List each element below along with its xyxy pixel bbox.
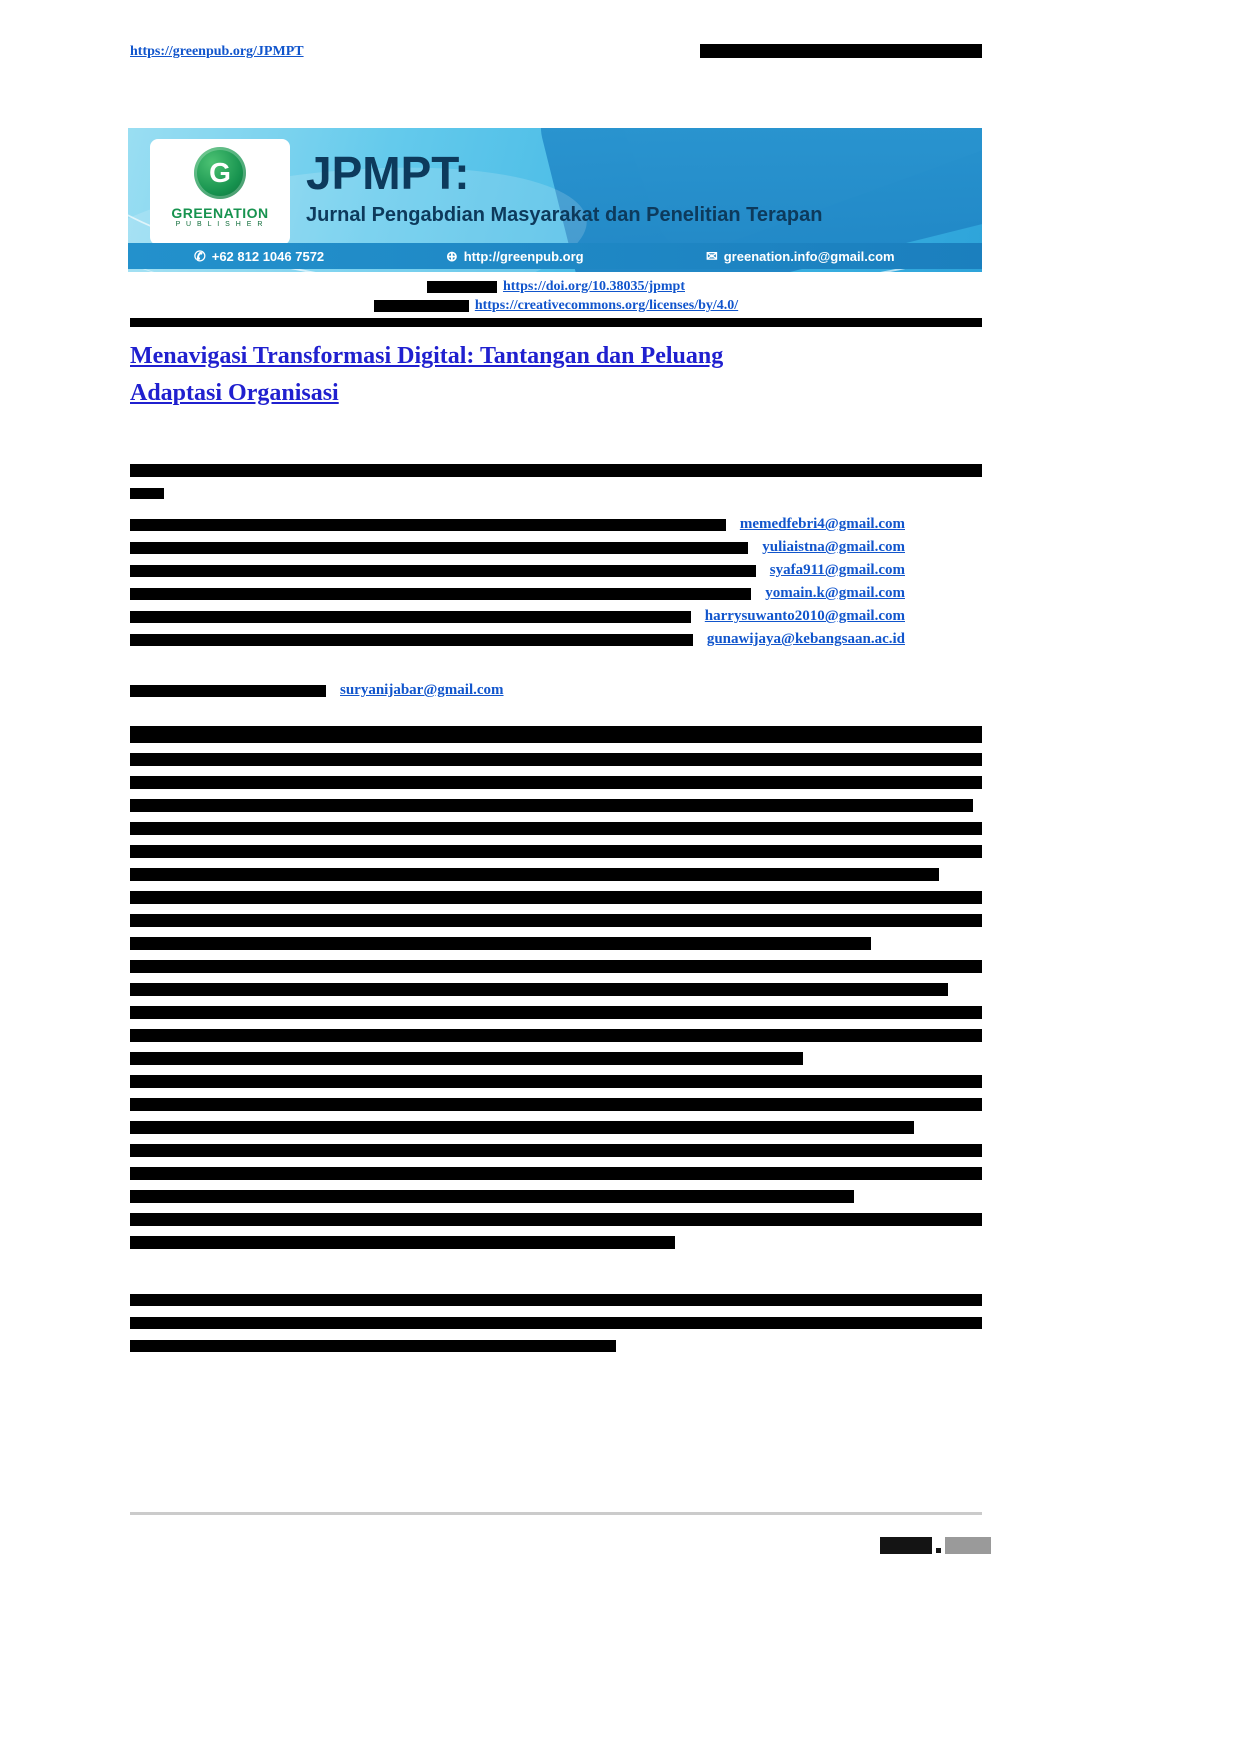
redacted-text-line: [130, 845, 982, 858]
author-block: memedfebri4@gmail.com yuliaistna@gmail.c…: [130, 464, 982, 702]
doi-line: https://doi.org/10.38035/jpmpt: [130, 277, 982, 296]
redacted-author-affiliation: [130, 610, 691, 623]
author-row: gunawijaya@kebangsaan.ac.id: [130, 628, 982, 651]
article-title-line1: Menavigasi Transformasi Digital: Tantang…: [130, 343, 724, 369]
author-row: syafa911@gmail.com: [130, 559, 982, 582]
author-row: yuliaistna@gmail.com: [130, 536, 982, 559]
redacted-text-line: [130, 1190, 855, 1203]
article-title-line2: Adaptasi Organisasi: [130, 380, 339, 406]
redacted-text-line: [130, 1294, 982, 1306]
redacted-text-line: [130, 822, 982, 835]
author-email-link[interactable]: syafa911@gmail.com: [769, 562, 905, 578]
journal-abbreviation: JPMPT:: [306, 147, 470, 199]
redacted-corresponding-label: [130, 684, 326, 697]
email-icon: ✉: [706, 248, 718, 264]
contact-whatsapp-number: +62 812 1046 7572: [211, 248, 325, 264]
redacted-text-line: [130, 1098, 982, 1111]
redacted-page-label: [945, 1537, 991, 1554]
author-rows: memedfebri4@gmail.com yuliaistna@gmail.c…: [130, 513, 982, 651]
redacted-author-affiliation: [130, 518, 726, 531]
contact-email: ✉ greenation.info@gmail.com: [706, 243, 895, 269]
redacted-text-line: [130, 1029, 982, 1042]
redacted-text-line: [130, 914, 982, 927]
globe-icon: ⊕: [446, 248, 458, 264]
redacted-dates-bar: [130, 318, 982, 327]
redacted-author-affiliation: [130, 633, 693, 646]
redacted-text-line: [130, 868, 940, 881]
redacted-author-superscripts: [130, 488, 164, 499]
redacted-page-number: [880, 1537, 932, 1554]
license-link[interactable]: https://creativecommons.org/licenses/by/…: [474, 298, 739, 313]
redacted-text-line: [130, 1006, 982, 1019]
redacted-text-line: [130, 1144, 982, 1157]
author-email-link[interactable]: harrysuwanto2010@gmail.com: [704, 608, 905, 624]
article-meta-links: https://doi.org/10.38035/jpmpt https://c…: [130, 277, 982, 315]
license-line: https://creativecommons.org/licenses/by/…: [130, 296, 982, 315]
whatsapp-icon: ✆: [194, 248, 206, 264]
redacted-text-line: [130, 983, 948, 996]
redacted-citation-header: [700, 44, 982, 58]
redacted-doi-label: [426, 280, 497, 293]
journal-banner: G GREENATION P U B L I S H E R JPMPT: Ju…: [128, 128, 982, 272]
logo-monogram: G: [209, 157, 231, 188]
redacted-text-line: [130, 1121, 914, 1134]
redacted-text-line: [130, 1213, 982, 1226]
contact-website: ⊕ http://greenpub.org: [446, 243, 584, 269]
redacted-text-line: [130, 1075, 982, 1088]
redacted-text-line: [130, 937, 872, 950]
corresponding-email-link[interactable]: suryanijabar@gmail.com: [340, 682, 504, 698]
redacted-text-line: [130, 1052, 804, 1065]
redacted-text-line: [130, 1236, 676, 1249]
redacted-text-line: [130, 1340, 616, 1352]
journal-full-title: Jurnal Pengabdian Masyarakat dan Penelit…: [306, 204, 823, 226]
redacted-text-line: [130, 799, 974, 812]
author-row: harrysuwanto2010@gmail.com: [130, 605, 982, 628]
doi-link[interactable]: https://doi.org/10.38035/jpmpt: [502, 279, 685, 294]
redacted-author-affiliation: [130, 541, 749, 554]
author-row: memedfebri4@gmail.com: [130, 513, 982, 536]
redacted-license-label: [373, 299, 469, 312]
author-row: yomain.k@gmail.com: [130, 582, 982, 605]
corresponding-author-row: suryanijabar@gmail.com: [130, 679, 982, 702]
redacted-author-affiliation: [130, 587, 752, 600]
page-number-separator: [936, 1548, 941, 1553]
banner-contact-strip: ✆ +62 812 1046 7572 ⊕ http://greenpub.or…: [128, 243, 982, 269]
redacted-text-line: [130, 753, 982, 766]
contact-whatsapp: ✆ +62 812 1046 7572: [194, 243, 324, 269]
redacted-text-line: [130, 1167, 982, 1180]
redacted-author-affiliation: [130, 564, 756, 577]
page-number-area: [880, 1537, 991, 1554]
author-email-link[interactable]: yuliaistna@gmail.com: [762, 539, 905, 555]
redacted-text-line: [130, 891, 982, 904]
footer-divider: [130, 1512, 982, 1515]
redacted-text-line: [130, 960, 982, 973]
redacted-author-names: [130, 464, 982, 477]
article-title: Menavigasi Transformasi Digital: Tantang…: [130, 338, 982, 412]
author-email-link[interactable]: memedfebri4@gmail.com: [739, 516, 905, 532]
greenation-logo-icon: G: [194, 147, 246, 199]
author-email-link[interactable]: gunawijaya@kebangsaan.ac.id: [706, 631, 905, 647]
publisher-name: GREENATION: [171, 205, 269, 221]
journal-url-link[interactable]: https://greenpub.org/JPMPT: [130, 44, 304, 59]
contact-website-url: http://greenpub.org: [463, 248, 584, 264]
publisher-subtitle: P U B L I S H E R: [175, 221, 265, 228]
publisher-logo-box: G GREENATION P U B L I S H E R: [150, 139, 290, 245]
redacted-text-line: [130, 1317, 982, 1329]
redacted-abstract-body: [130, 726, 982, 1259]
redacted-text-line: [130, 726, 982, 743]
contact-email-address: greenation.info@gmail.com: [723, 248, 895, 264]
author-email-link[interactable]: yomain.k@gmail.com: [765, 585, 905, 601]
redacted-section-tail: [130, 1294, 982, 1363]
redacted-text-line: [130, 776, 982, 789]
